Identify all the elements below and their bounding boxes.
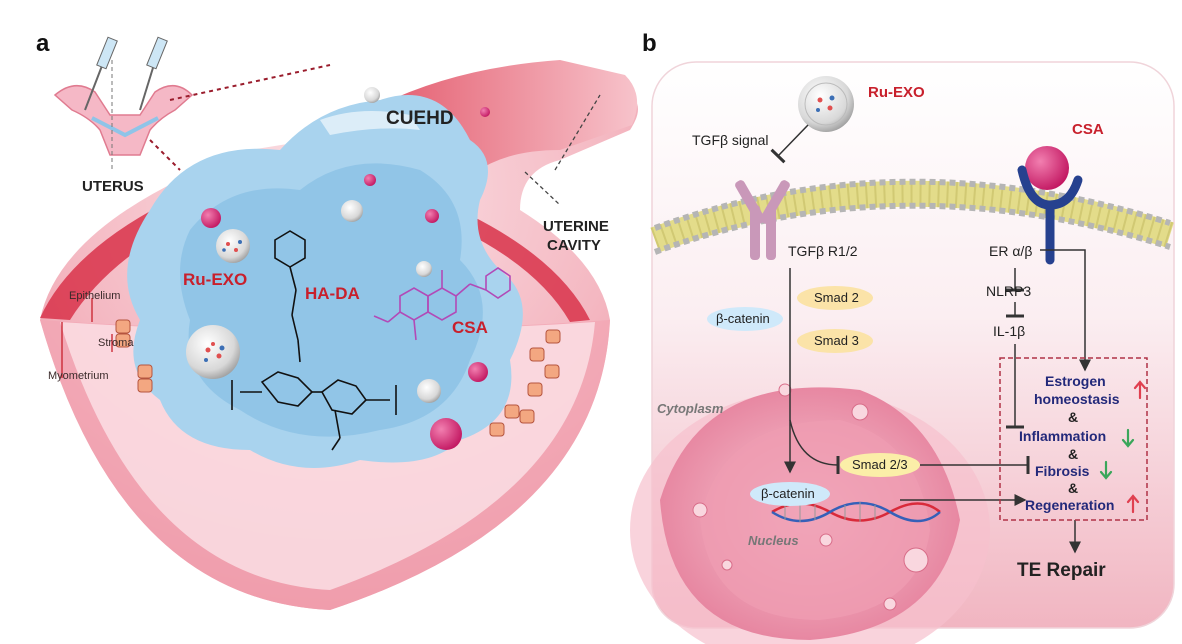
csa-receptor-icon [1017,146,1083,265]
catenin-pill [707,307,783,331]
uterine-cavity-label-1: UTERINE [543,218,609,235]
ru-exo-label-b: Ru-EXO [868,84,925,101]
exosome-icon [186,325,240,379]
tgfb-receptor-label: TGFβ R1/2 [788,243,858,259]
exosome-icon [416,261,432,277]
panel-b-letter: b [642,30,657,57]
smad3-pill [797,329,873,353]
catenin-nuc-pill [750,482,830,506]
epithelium-label: Epithelium [69,290,121,302]
csa-structure [373,267,511,341]
er-label: ER α/β [989,243,1033,259]
nlrp3-label: NLRP3 [986,283,1032,299]
regeneration-label: Regeneration [1025,497,1115,513]
smad2-label: Smad 2 [814,290,859,305]
uterine-cavity-label-2: CAVITY [547,237,601,254]
tgfb-signal-label: TGFβ signal [692,132,769,148]
il1b-label: IL-1β [993,323,1026,339]
nucleus-label: Nucleus [748,533,799,548]
cell-membrane [650,180,1174,253]
ru-exo-icon [798,76,854,132]
ha-da-label: HA-DA [305,284,360,303]
down-arrow-icon [1121,428,1135,448]
cuehd-label: CUEHD [386,108,454,129]
down-arrow-icon [1099,460,1113,480]
outcome-box [999,357,1148,521]
fibrosis-label: Fibrosis [1035,463,1090,479]
panel-a-letter: a [36,30,50,57]
catenin-nuc-label: β-catenin [761,486,815,501]
myometrium-label: Myometrium [48,370,109,382]
exosome-icon [364,87,380,103]
smad2-pill [797,286,873,310]
uterus-label: UTERUS [82,178,144,195]
exosome-icon [417,379,441,403]
pathway-lines [770,124,1091,554]
amp-1: & [1068,409,1079,425]
smad3-label: Smad 3 [814,333,859,348]
ru-exo-label: Ru-EXO [183,270,248,289]
inflammation-label: Inflammation [1019,428,1107,444]
uterus-icon [53,36,194,172]
smad23-pill [840,453,920,477]
exosome-icon [216,229,250,263]
csa-label: CSA [452,318,488,337]
stroma-label: Stroma [98,337,134,349]
csa-label-b: CSA [1072,121,1104,138]
amp-2: & [1068,446,1079,462]
amp-3: & [1068,480,1079,496]
epithelium-cells [115,319,561,437]
smad23-label: Smad 2/3 [852,457,908,472]
estrogen-label: Estrogen [1045,373,1106,389]
up-arrow-icon [1126,494,1140,514]
tgfb-receptor-icon [735,180,790,260]
exosome-icon [341,200,363,222]
cytoplasm-label: Cytoplasm [657,401,724,416]
panel-b-illustration [630,61,1175,644]
ha-da-structure [231,230,397,451]
panel-a-illustration [40,36,638,610]
catenin-label: β-catenin [716,311,770,326]
te-repair-label: TE Repair [1017,560,1106,581]
up-arrow-icon [1133,380,1147,400]
homeostasis-label: homeostasis [1034,391,1120,407]
